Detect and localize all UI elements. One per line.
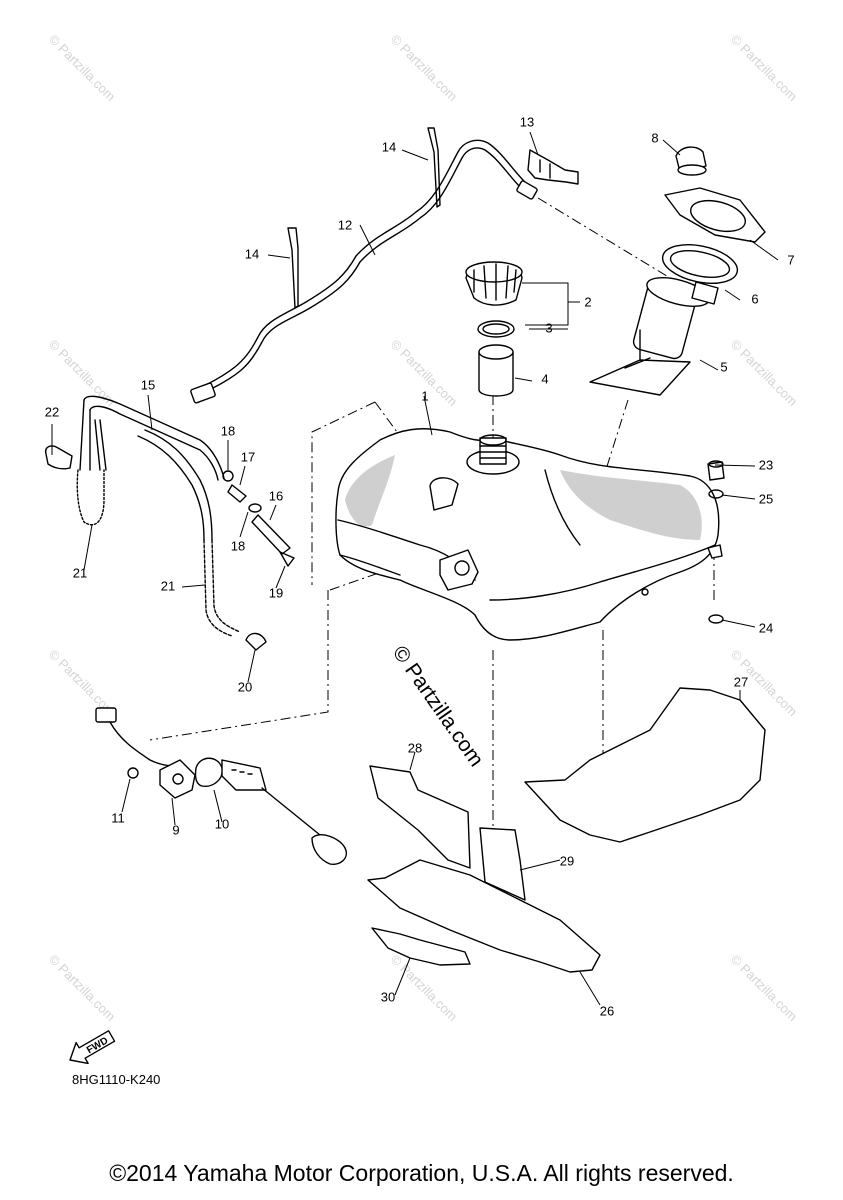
callout-5: 5 <box>720 359 727 374</box>
callout-6: 6 <box>751 291 758 306</box>
callout-14b: 14 <box>245 246 259 261</box>
watermark: © Partzilla.com <box>46 952 119 1025</box>
grommet-23 <box>707 460 725 481</box>
callout-9: 9 <box>172 822 179 837</box>
callout-3: 3 <box>545 320 552 335</box>
callout-2: 2 <box>584 294 591 309</box>
callout-27: 27 <box>734 674 748 689</box>
pads-lower <box>367 765 601 973</box>
callout-14a: 14 <box>382 139 396 154</box>
callout-21b: 21 <box>161 578 175 593</box>
breather-hose <box>190 139 538 404</box>
callout-21a: 21 <box>73 565 87 580</box>
callout-20: 20 <box>238 679 252 694</box>
fittings <box>222 470 295 651</box>
oring-3 <box>477 320 515 338</box>
callout-16: 16 <box>269 488 283 503</box>
callout-10: 10 <box>215 816 229 831</box>
oring-3-inner <box>482 323 510 335</box>
callout-4: 4 <box>541 371 548 386</box>
cable-ties <box>287 127 441 309</box>
callout-19: 19 <box>269 585 283 600</box>
callout-11: 11 <box>111 810 125 825</box>
callout-labels: 1 2 3 4 5 6 7 8 9 10 11 12 13 14 14 15 1… <box>45 114 795 1018</box>
clamp-13 <box>527 149 579 185</box>
cap-8 <box>675 146 707 176</box>
figure-code: 8HG1110-K240 <box>72 1072 160 1087</box>
washer-24 <box>708 614 724 624</box>
callout-30: 30 <box>381 989 395 1004</box>
callout-17: 17 <box>241 449 255 464</box>
plate-7 <box>664 187 766 243</box>
watermark: © Partzilla.com <box>728 337 801 410</box>
watermark-center: © Partzilla.com <box>388 642 488 771</box>
watermark: © Partzilla.com <box>46 337 119 410</box>
callout-8: 8 <box>651 130 658 145</box>
fwd-arrow-icon: FWD <box>69 1030 116 1065</box>
callout-25: 25 <box>759 491 773 506</box>
filter-4 <box>478 344 514 397</box>
watermark: © Partzilla.com <box>728 952 801 1025</box>
watermark: © Partzilla.com <box>728 32 801 105</box>
callout-28: 28 <box>408 740 422 755</box>
fuel-sender-unit <box>95 707 347 865</box>
leader-lines <box>51 131 779 1006</box>
fuel-pump-5 <box>589 277 719 396</box>
watermark: © Partzilla.com <box>46 32 119 105</box>
callout-29: 29 <box>560 853 574 868</box>
washer-25 <box>708 489 724 499</box>
callout-18a: 18 <box>221 423 235 438</box>
callout-26: 26 <box>600 1003 614 1018</box>
callout-22: 22 <box>45 404 59 419</box>
callout-7: 7 <box>787 252 794 267</box>
callout-23: 23 <box>759 457 773 472</box>
callout-13: 13 <box>520 114 534 129</box>
drain-hoses <box>44 395 241 637</box>
callout-18b: 18 <box>231 538 245 553</box>
fuel-tank-1 <box>335 428 723 641</box>
heat-shield-27 <box>524 687 766 843</box>
copyright-notice: ©2014 Yamaha Motor Corporation, U.S.A. A… <box>109 1160 734 1186</box>
callout-12: 12 <box>338 217 352 232</box>
callout-24: 24 <box>759 620 773 635</box>
fwd-label: FWD <box>85 1035 110 1056</box>
watermark: © Partzilla.com <box>388 32 461 105</box>
callout-1: 1 <box>421 388 428 403</box>
callout-15: 15 <box>141 377 155 392</box>
filler-cap-2 <box>465 261 523 306</box>
